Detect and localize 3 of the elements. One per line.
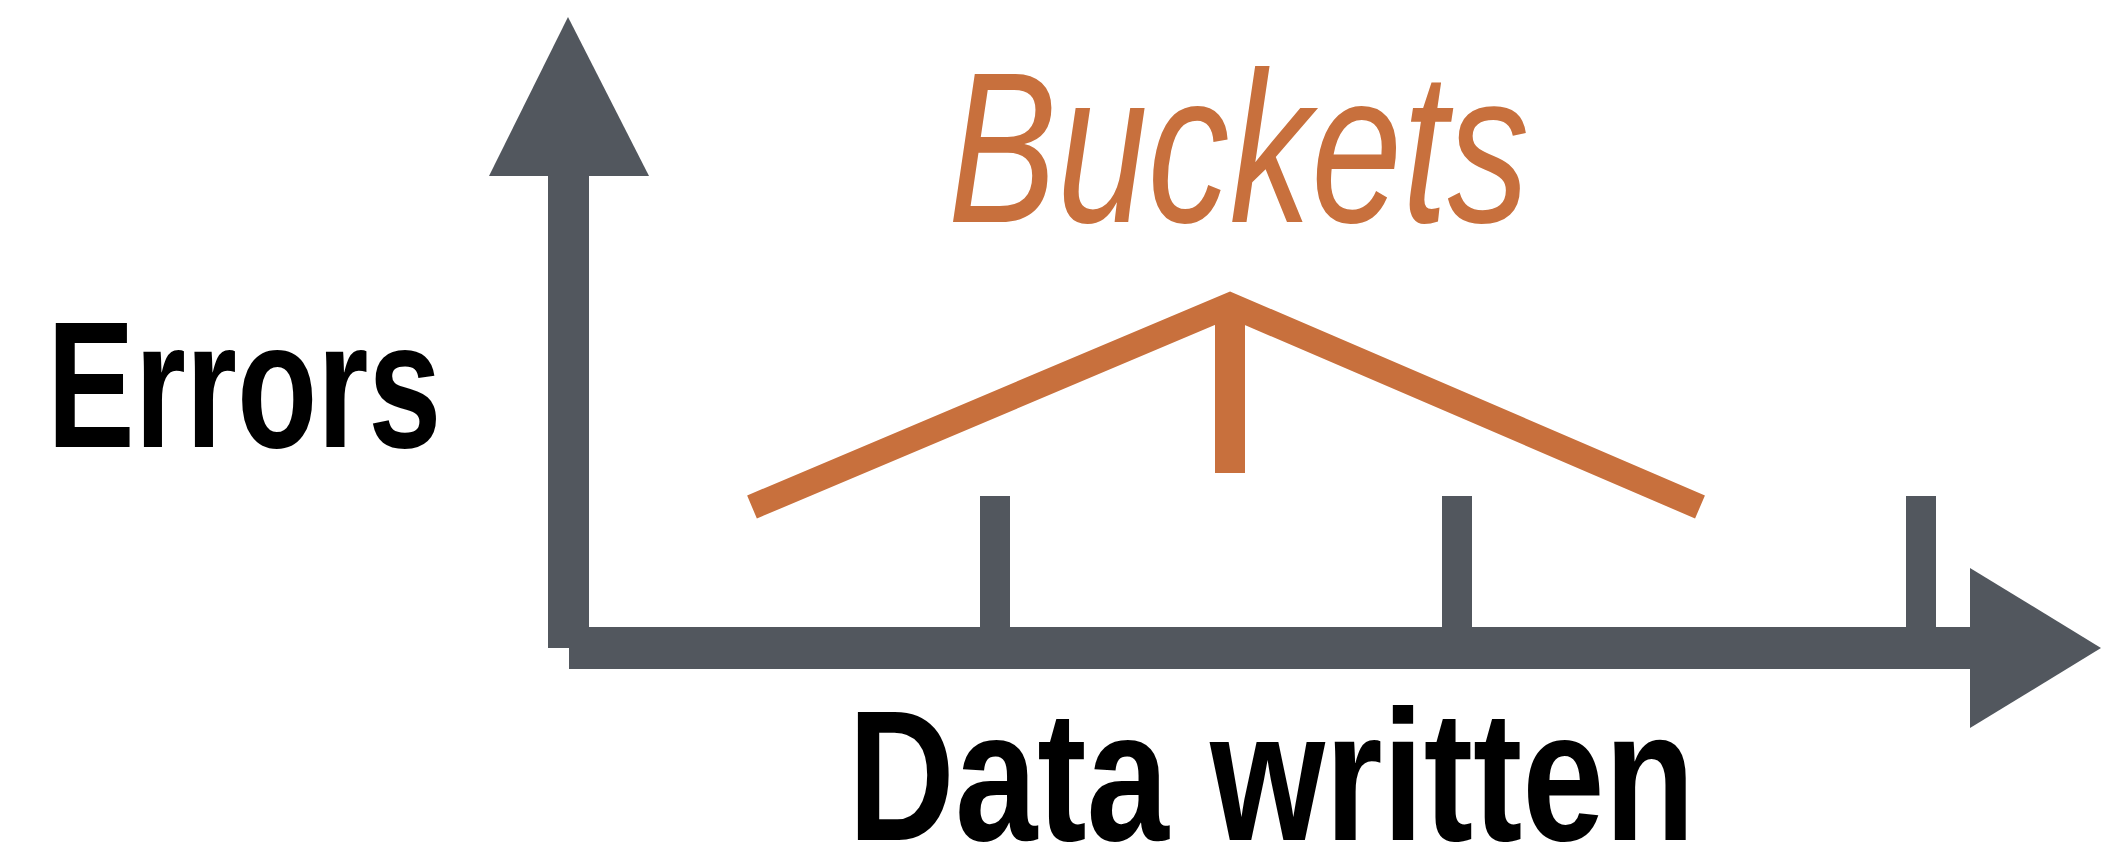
- bracket-label: Buckets: [948, 40, 1530, 255]
- axis-label: Data written: [848, 684, 1696, 847]
- axis-label: Errors: [47, 295, 442, 475]
